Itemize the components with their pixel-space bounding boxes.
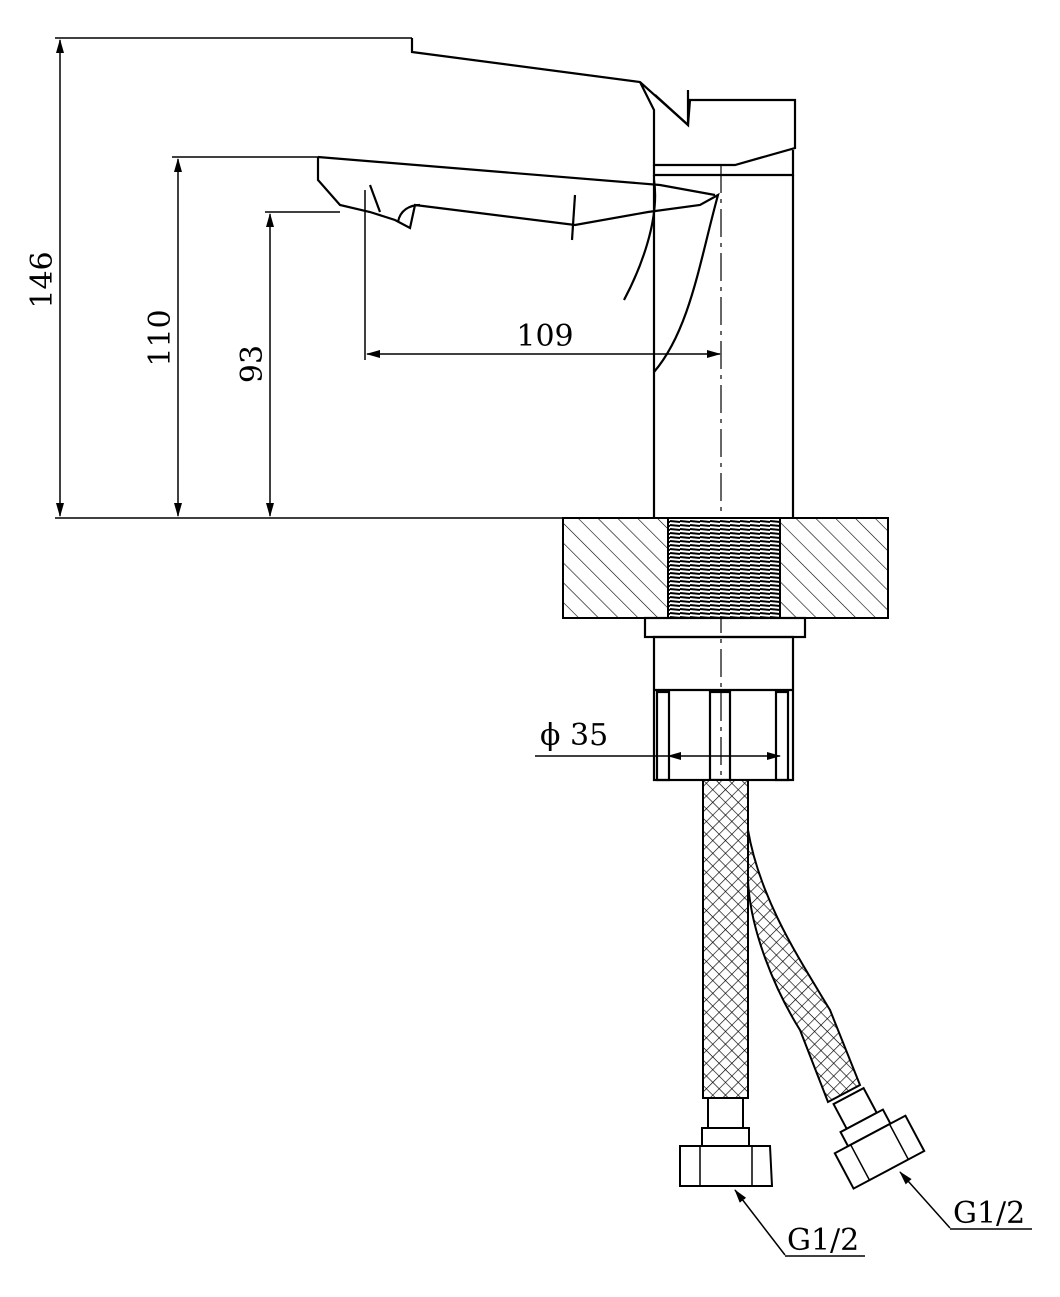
deck-section	[562, 517, 889, 619]
dim-146-label: 146	[25, 251, 60, 308]
dimension-93: 93	[235, 213, 274, 517]
dimension-109: 109	[366, 319, 721, 358]
right-connection-label: G1/2	[953, 1196, 1025, 1231]
dim-93-label: 93	[235, 345, 270, 383]
left-hose	[679, 779, 774, 1187]
right-hose	[747, 829, 926, 1190]
dimension-110: 110	[143, 158, 182, 517]
dim-35-label: ϕ 35	[540, 718, 608, 753]
extension-lines	[55, 37, 563, 519]
right-connection-callout: G1/2	[899, 1171, 1032, 1231]
dim-109-label: 109	[516, 319, 573, 354]
left-connection-label: G1/2	[787, 1223, 859, 1258]
left-connection-callout: G1/2	[734, 1189, 865, 1258]
dimension-diameter-35: ϕ 35	[535, 718, 781, 760]
faucet-body	[316, 38, 797, 518]
dim-110-label: 110	[143, 309, 178, 366]
dimension-146: 146	[25, 39, 64, 517]
